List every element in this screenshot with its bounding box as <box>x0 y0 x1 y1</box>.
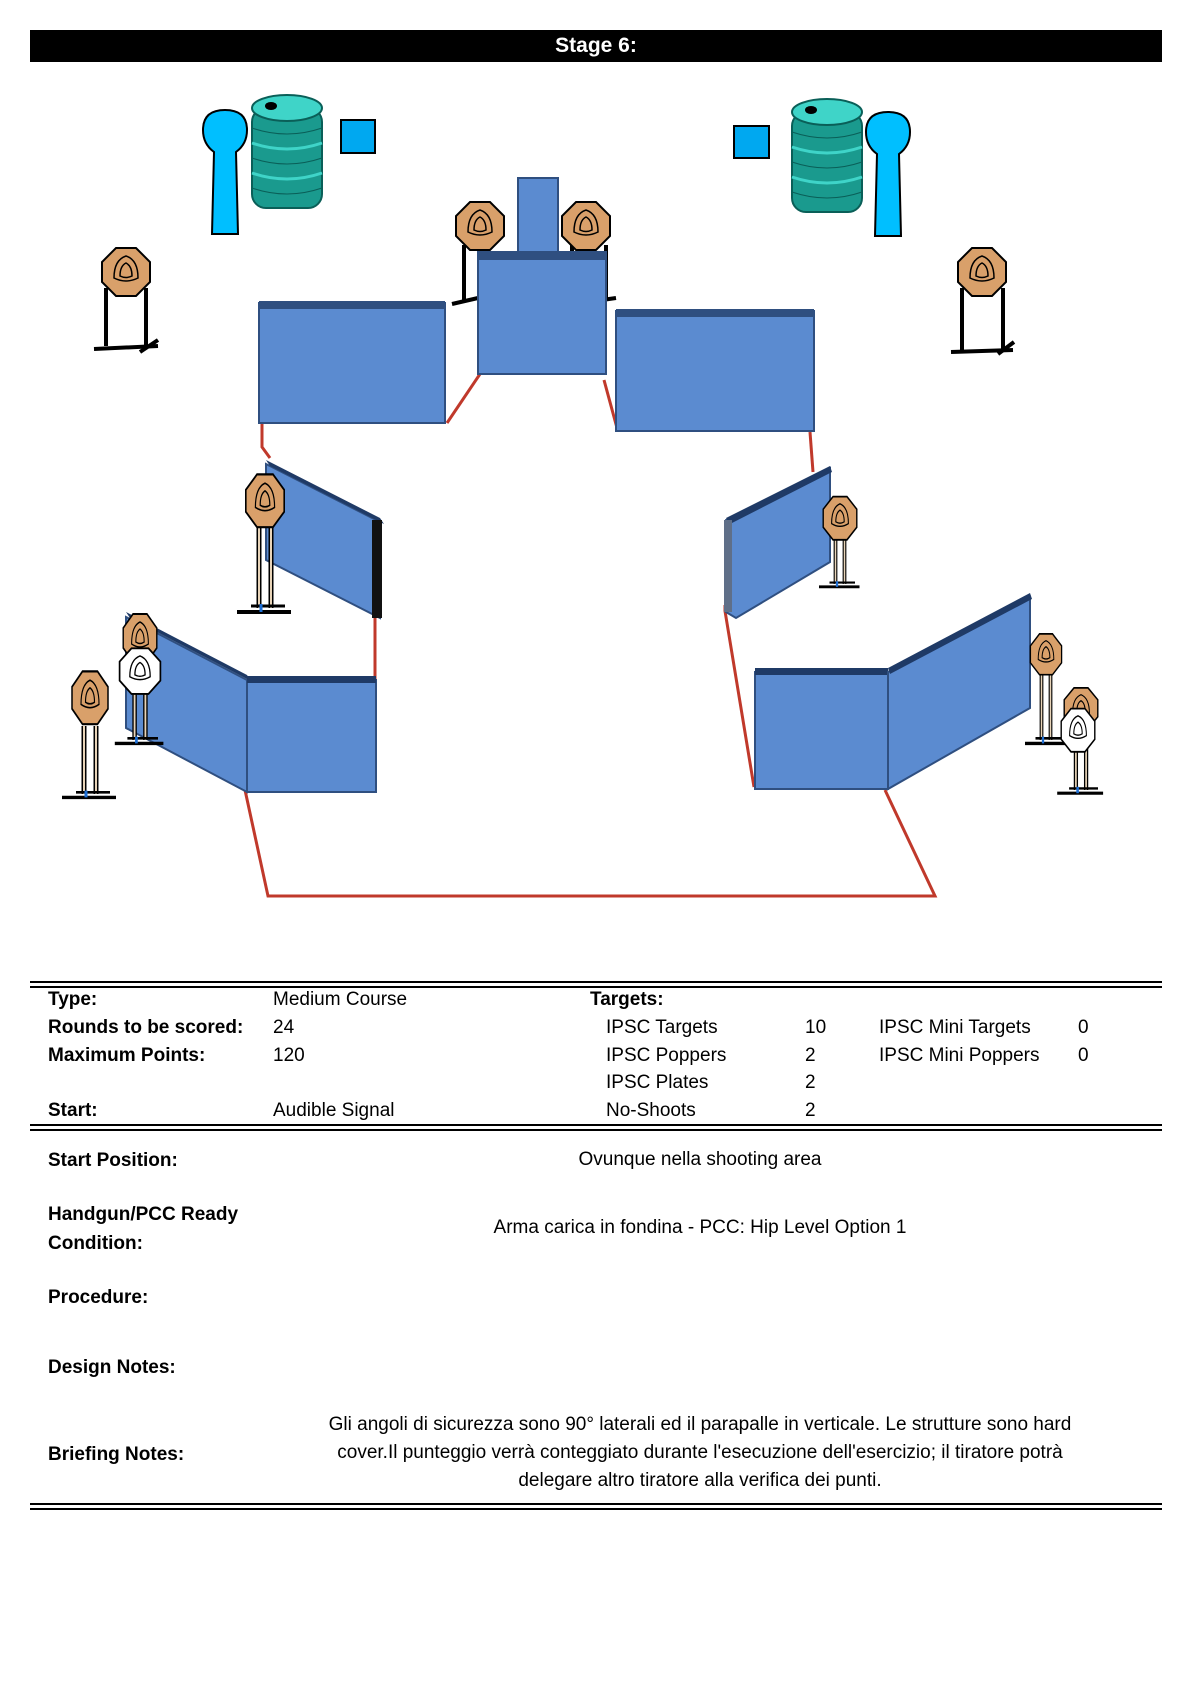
top-walls <box>258 251 815 432</box>
start-position-label: Start Position: <box>48 1150 178 1171</box>
points-label: Maximum Points: <box>48 1045 206 1066</box>
type-value: Medium Course <box>273 989 408 1010</box>
right-plate <box>733 125 770 159</box>
ready-value: Arma carica in fondina - PCC: Hip Level … <box>493 1217 907 1238</box>
briefing-line3: delegare altro tiratore alla verifica de… <box>518 1470 882 1491</box>
start-position-value: Ovunque nella shooting area <box>578 1149 822 1170</box>
ready-label-line2: Condition: <box>48 1233 143 1254</box>
briefing-line2: cover.Il punteggio verrà conteggiato dur… <box>337 1442 1063 1463</box>
start-value: Audible Signal <box>273 1100 395 1121</box>
stage-diagram <box>0 93 1190 898</box>
mini-poppers-count: 0 <box>1078 1045 1089 1066</box>
targets-noshoots-count: 2 <box>805 1100 816 1121</box>
middle-left-wall <box>265 460 384 620</box>
fault-lines <box>243 373 938 898</box>
bottom-right-no-shoot <box>1060 707 1096 753</box>
divider-top <box>30 981 1162 988</box>
type-label: Type: <box>48 989 98 1010</box>
right-popper <box>865 111 911 237</box>
start-label: Start: <box>48 1100 98 1121</box>
middle-right-wall <box>724 466 832 620</box>
targets-label: Targets: <box>590 989 664 1010</box>
stage-title: Stage 6: <box>30 30 1162 62</box>
bottom-left-no-shoot <box>118 647 162 695</box>
rounds-label: Rounds to be scored: <box>48 1017 244 1038</box>
briefing-line1: Gli angoli di sicurezza sono 90° lateral… <box>328 1414 1072 1435</box>
left-plate <box>340 119 376 154</box>
rounds-value: 24 <box>273 1017 295 1038</box>
bottom-left-target-front <box>62 670 116 797</box>
bottom-right-wall <box>754 593 1032 791</box>
targets-ipsc-name: IPSC Targets <box>606 1017 718 1038</box>
right-barrel <box>790 97 864 214</box>
mini-targets-name: IPSC Mini Targets <box>879 1017 1031 1038</box>
far-right-target <box>950 247 1016 356</box>
bottom-left-wall <box>125 612 377 794</box>
targets-ipsc-count: 10 <box>805 1017 827 1038</box>
design-notes-label: Design Notes: <box>48 1357 176 1378</box>
bottom-right-target-back <box>1025 633 1066 744</box>
targets-plates-name: IPSC Plates <box>606 1072 709 1093</box>
left-barrel <box>250 93 324 210</box>
procedure-label: Procedure: <box>48 1287 149 1308</box>
mini-targets-count: 0 <box>1078 1017 1089 1038</box>
points-value: 120 <box>273 1045 305 1066</box>
targets-poppers-count: 2 <box>805 1045 816 1066</box>
divider-middle <box>30 1124 1162 1131</box>
mini-poppers-name: IPSC Mini Poppers <box>879 1045 1040 1066</box>
targets-poppers-name: IPSC Poppers <box>606 1045 727 1066</box>
divider-bottom <box>30 1503 1162 1510</box>
briefing-label: Briefing Notes: <box>48 1444 185 1465</box>
targets-noshoots-name: No-Shoots <box>606 1100 696 1121</box>
far-left-target <box>93 247 160 354</box>
left-popper <box>202 109 248 235</box>
top-center-post <box>517 177 559 259</box>
targets-plates-count: 2 <box>805 1072 816 1093</box>
ready-label-line1: Handgun/PCC Ready <box>48 1204 239 1225</box>
